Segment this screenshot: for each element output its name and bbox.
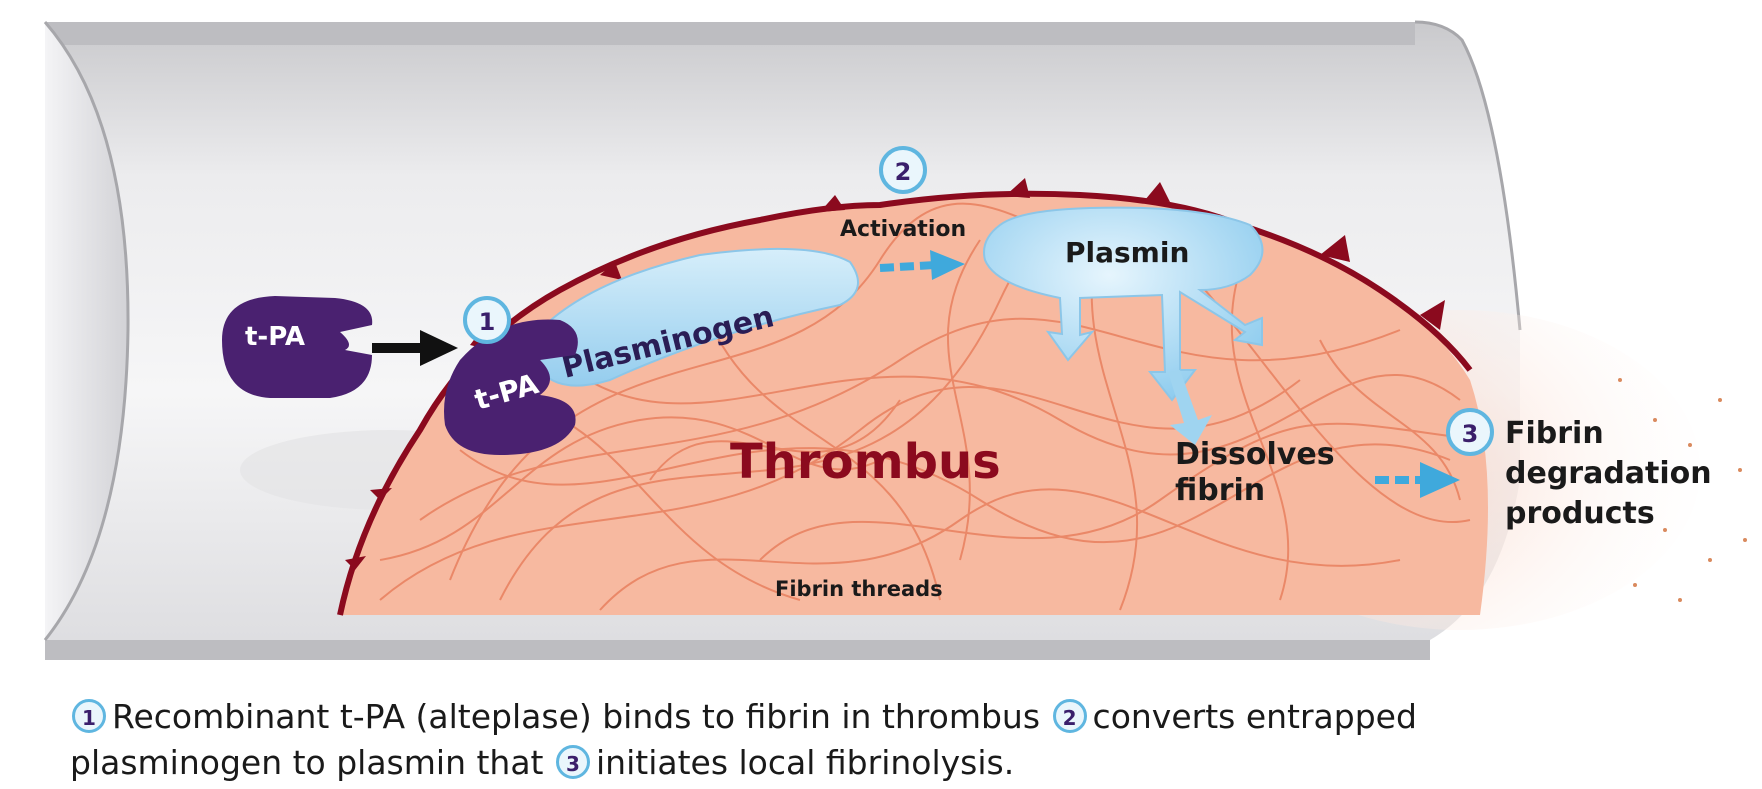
svg-text:3: 3 xyxy=(1462,420,1479,448)
caption-step-3: 3 xyxy=(556,745,590,779)
dissolves-fibrin-label-line2: fibrin xyxy=(1175,473,1265,508)
step-1-badge: 1 xyxy=(465,298,509,342)
fibrin-threads-label: Fibrin threads xyxy=(775,577,943,601)
caption-part-2: converts entrapped xyxy=(1093,697,1417,736)
thrombus-label: Thrombus xyxy=(730,434,1001,490)
tpa-free-label: t-PA xyxy=(245,322,305,352)
caption-step-2: 2 xyxy=(1053,699,1087,733)
caption-part-1: Recombinant t-PA (alteplase) binds to fi… xyxy=(112,697,1040,736)
activation-label: Activation xyxy=(840,217,966,242)
caption-part-4: initiates local fibrinolysis. xyxy=(596,743,1014,782)
caption-part-3: plasminogen to plasmin that xyxy=(70,743,544,782)
svg-text:1: 1 xyxy=(479,308,496,336)
plasmin-label: Plasmin xyxy=(1065,236,1189,269)
svg-text:2: 2 xyxy=(895,158,912,186)
step-2-badge: 2 xyxy=(881,148,925,192)
products-label-line1: Fibrin xyxy=(1505,416,1604,451)
caption-step-1: 1 xyxy=(72,699,106,733)
step-3-badge: 3 xyxy=(1448,410,1492,454)
products-label-line3: products xyxy=(1505,496,1655,531)
products-label-line2: degradation xyxy=(1505,456,1712,491)
dissolves-fibrin-label-line1: Dissolves xyxy=(1175,437,1335,472)
